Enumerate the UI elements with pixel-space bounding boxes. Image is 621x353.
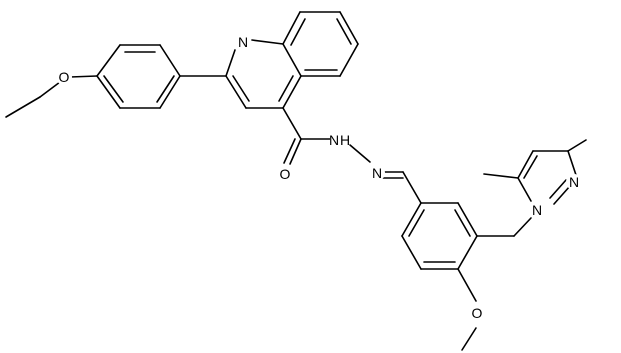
bond (349, 144, 371, 163)
bond (454, 209, 471, 237)
bond (225, 75, 247, 109)
bond (517, 177, 532, 202)
bond (282, 75, 302, 109)
bond (517, 150, 534, 179)
bond (567, 139, 587, 152)
atom-label-n: N (238, 34, 248, 50)
atom-label-o: O (472, 305, 483, 321)
bond (336, 18, 352, 45)
atom-label-o: O (59, 69, 70, 85)
bond (401, 235, 422, 270)
hydrazone-nitrogen: N (369, 165, 385, 181)
bond (339, 11, 359, 45)
atom-label-layer: N O O N H N N N O (56, 34, 582, 321)
carbonyl-oxygen: O (277, 166, 293, 182)
bond (282, 43, 302, 77)
bond (232, 75, 250, 102)
bond (549, 179, 567, 199)
bond (225, 49, 236, 77)
bond (159, 44, 181, 77)
bond (567, 150, 578, 179)
bond (290, 18, 306, 46)
bond (289, 138, 302, 165)
bond (402, 171, 422, 204)
bond (401, 202, 422, 237)
bond (339, 43, 359, 77)
bond (103, 75, 124, 103)
atom-label-n: N (532, 202, 542, 218)
pyrazole-n1: N (529, 202, 545, 218)
hydrazide-nh: N H (329, 131, 350, 149)
bond (96, 44, 121, 77)
bond (553, 185, 571, 205)
bond (69, 75, 98, 78)
atom-label-h: H (340, 132, 350, 148)
quinoline-nitrogen: N (235, 34, 251, 50)
bond-layer (5, 11, 587, 351)
bond (278, 75, 294, 102)
bond (513, 217, 532, 237)
pyrazole-n2: N (566, 174, 582, 190)
methoxy-oxygen: O (469, 305, 485, 321)
ether-oxygen: O (56, 69, 72, 85)
bond (408, 209, 425, 237)
bond (457, 268, 477, 302)
atom-label-n: N (329, 132, 339, 148)
bond (483, 173, 519, 179)
bond (5, 96, 41, 118)
atom-label-n: N (569, 174, 579, 190)
bond (39, 81, 61, 98)
bond (96, 75, 121, 109)
bond (461, 327, 477, 351)
bond (282, 107, 302, 140)
bond (159, 75, 181, 109)
bond (282, 11, 301, 45)
bond (283, 138, 296, 164)
bond (251, 39, 284, 45)
atom-label-n: N (372, 165, 382, 181)
bond (523, 155, 538, 179)
bond (457, 202, 478, 237)
atom-label-o: O (280, 166, 291, 182)
bond (457, 235, 478, 270)
bond (156, 75, 175, 103)
